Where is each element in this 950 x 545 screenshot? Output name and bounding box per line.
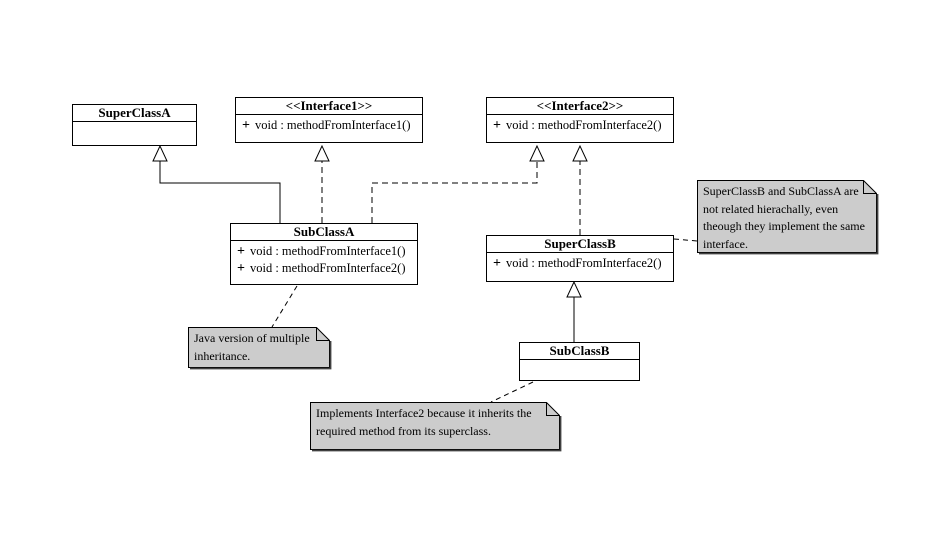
note-outline <box>188 327 330 368</box>
class-subclass-b[interactable]: SubClassB <box>519 342 640 381</box>
method-signature: void : methodFromInterface1() <box>254 118 411 132</box>
realization-arrowhead-interface2-right <box>572 144 588 162</box>
note-shape <box>697 180 879 255</box>
class-title-interface-2: <<Interface2>> <box>487 98 673 115</box>
note-shadow <box>699 194 879 255</box>
note-fold-icon <box>863 180 877 194</box>
method-row: + void : methodFromInterface2() <box>493 255 668 272</box>
note-text: Implements Interface2 because it inherit… <box>316 406 532 438</box>
method-row: + void : methodFromInterface2() <box>237 260 412 277</box>
class-body-superclass-b: + void : methodFromInterface2() <box>487 253 673 281</box>
generalization-arrowhead-superclassa <box>152 144 168 162</box>
note-shape <box>188 327 332 370</box>
visibility-public: + <box>237 261 245 276</box>
class-interface-1[interactable]: <<Interface1>> + void : methodFromInterfa… <box>235 97 423 143</box>
class-body-subclass-b <box>520 360 639 380</box>
method-signature: void : methodFromInterface2() <box>505 256 662 270</box>
note-text: SuperClassB and SubClassA are not relate… <box>703 184 865 251</box>
class-body-interface-2: + void : methodFromInterface2() <box>487 115 673 142</box>
note-not-related[interactable]: SuperClassB and SubClassA are not relate… <box>697 180 880 256</box>
class-title-subclass-a: SubClassA <box>231 224 417 241</box>
class-title-superclass-a: SuperClassA <box>73 105 196 122</box>
method-row: + void : methodFromInterface2() <box>493 117 668 134</box>
visibility-public: + <box>237 244 245 259</box>
class-body-subclass-a: + void : methodFromInterface1() + void : m… <box>231 241 417 284</box>
class-title-superclass-b: SuperClassB <box>487 236 673 253</box>
note-shape <box>310 402 562 452</box>
class-superclass-a[interactable]: SuperClassA <box>72 104 197 146</box>
class-title-interface-1: <<Interface1>> <box>236 98 422 115</box>
note-implements-interface2[interactable]: Implements Interface2 because it inherit… <box>310 402 562 453</box>
note-outline <box>697 180 877 253</box>
class-title-subclass-b: SubClassB <box>520 343 639 360</box>
class-superclass-b[interactable]: SuperClassB + void : methodFromInterface2… <box>486 235 674 282</box>
note-anchor-implements-interface2[interactable] <box>490 381 534 403</box>
visibility-public: + <box>242 118 250 133</box>
class-body-superclass-a <box>73 122 196 145</box>
method-row: + void : methodFromInterface1() <box>237 243 412 260</box>
class-body-interface-1: + void : methodFromInterface1() <box>236 115 422 142</box>
note-fold-icon <box>546 402 560 416</box>
realization-arrowhead-interface1 <box>314 144 330 162</box>
generalization-arrowhead-superclassb <box>566 280 582 298</box>
method-signature: void : methodFromInterface2() <box>249 261 406 275</box>
generalization-subclassa-superclassa[interactable] <box>159 161 281 223</box>
class-interface-2[interactable]: <<Interface2>> + void : methodFromInterfa… <box>486 97 674 143</box>
method-row: + void : methodFromInterface1() <box>242 117 417 134</box>
note-shadow <box>190 341 332 370</box>
note-multiple-inheritance[interactable]: Java version of multiple inheritance. <box>188 327 332 370</box>
method-signature: void : methodFromInterface1() <box>249 244 406 258</box>
note-fold-icon <box>316 327 330 341</box>
visibility-public: + <box>493 118 501 133</box>
note-anchor-not-related[interactable] <box>673 238 698 242</box>
note-outline <box>310 402 560 450</box>
note-anchor-multiple-inheritance[interactable] <box>271 285 298 328</box>
visibility-public: + <box>493 256 501 271</box>
class-subclass-a[interactable]: SubClassA + void : methodFromInterface1()… <box>230 223 418 285</box>
realization-arrowhead-interface2-left <box>529 144 545 162</box>
realization-subclassa-interface2[interactable] <box>371 161 538 223</box>
note-shadow <box>312 416 562 452</box>
method-signature: void : methodFromInterface2() <box>505 118 662 132</box>
note-text: Java version of multiple inheritance. <box>194 331 310 363</box>
